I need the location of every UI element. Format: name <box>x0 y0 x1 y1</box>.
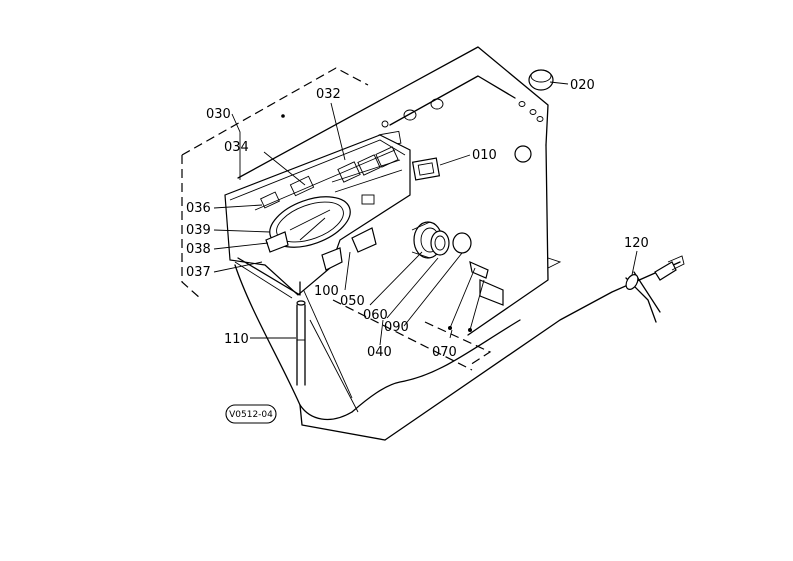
label-120: 120 <box>624 236 649 251</box>
dashboard-housing <box>234 46 562 441</box>
connector-070 <box>448 260 504 332</box>
label-032: 032 <box>316 87 341 102</box>
label-037: 037 <box>186 265 211 280</box>
label-020: 020 <box>570 78 595 93</box>
label-070: 070 <box>432 345 457 360</box>
diagram-code: V0512-04 <box>229 410 273 420</box>
label-100: 100 <box>314 284 339 299</box>
cable-110 <box>296 300 306 386</box>
cap-020 <box>528 69 554 91</box>
tach-cable-120 <box>384 255 685 441</box>
group-030-outline <box>181 67 369 299</box>
label-010: 010 <box>472 148 497 163</box>
label-038: 038 <box>186 242 211 257</box>
label-036: 036 <box>186 201 211 216</box>
diagram-code-badge: V0512-04 <box>225 404 277 424</box>
label-034: 034 <box>224 140 249 155</box>
group-040-outline <box>332 299 492 371</box>
label-060: 060 <box>363 308 388 323</box>
part-labels: 020 010 030 032 034 036 039 038 037 100 … <box>186 78 649 360</box>
key-switch-assembly <box>411 221 472 259</box>
label-040: 040 <box>367 345 392 360</box>
leader-lines <box>213 81 638 346</box>
label-110: 110 <box>224 332 249 347</box>
label-030: 030 <box>206 107 231 122</box>
label-039: 039 <box>186 223 211 238</box>
label-090: 090 <box>384 320 409 335</box>
instrument-cluster <box>224 134 441 299</box>
label-050: 050 <box>340 294 365 309</box>
